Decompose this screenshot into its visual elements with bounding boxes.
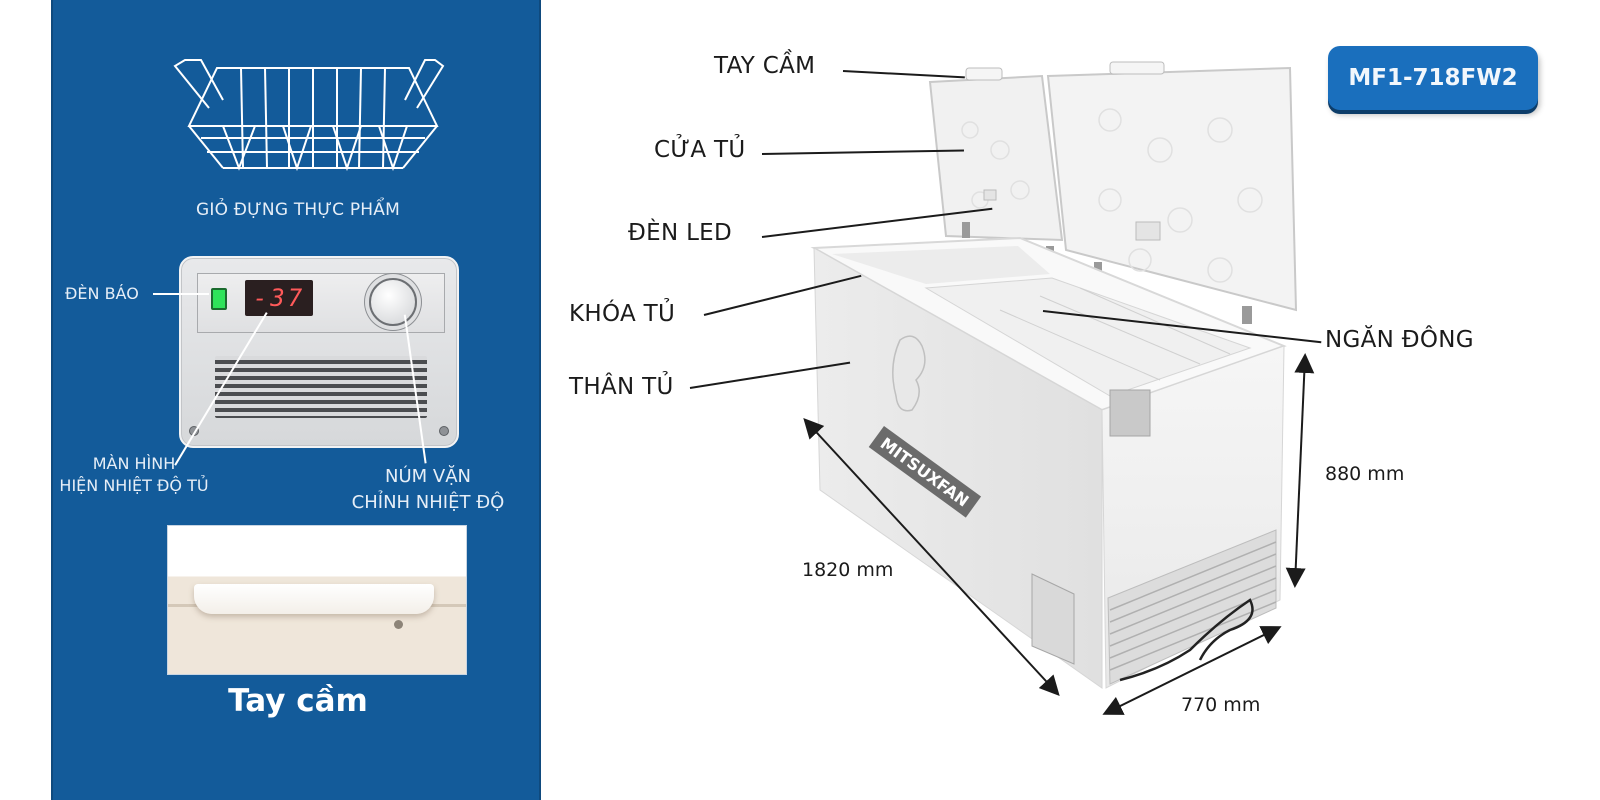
- handle-title: Tay cầm: [228, 683, 368, 719]
- control-panel-photo: -37: [179, 256, 459, 448]
- part-label-lid: CỬA TỦ: [654, 137, 746, 163]
- part-label-lock: KHÓA TỦ: [569, 301, 676, 327]
- bolt-icon: [394, 620, 403, 629]
- thermostat-knob-label: NÚM VẶN CHỈNH NHIỆT ĐỘ: [351, 466, 505, 513]
- indicator-light-label: ĐÈN BÁO: [65, 284, 139, 303]
- indicator-light: [211, 288, 227, 310]
- handle-photo: [167, 525, 467, 675]
- chest-freezer-illustration: MITSUXFAN: [810, 61, 1298, 689]
- temperature-display-label: MÀN HÌNH HIỆN NHIỆT ĐỘ TỦ: [59, 454, 209, 495]
- dimension-length: 1820 mm: [802, 559, 894, 581]
- vent-grille: [215, 356, 427, 418]
- part-label-handle: TAY CẦM: [714, 53, 816, 79]
- dimension-height: 880 mm: [1325, 463, 1405, 485]
- temperature-display: -37: [245, 280, 313, 316]
- model-badge: MF1-718FW2: [1328, 46, 1538, 110]
- dimension-depth: 770 mm: [1181, 694, 1261, 716]
- thermostat-knob: [369, 278, 417, 326]
- screw-icon: [439, 426, 449, 436]
- callout-line: [153, 293, 209, 295]
- part-label-led: ĐÈN LED: [628, 220, 733, 246]
- wire-basket-illustration: [173, 59, 445, 172]
- handle-grip: [194, 584, 434, 614]
- basket-caption: GIỎ ĐỰNG THỰC PHẨM: [196, 200, 400, 220]
- part-label-body: THÂN TỦ: [569, 374, 674, 400]
- feature-panel: GIỎ ĐỰNG THỰC PHẨM -37 ĐÈN BÁO MÀN HÌNH …: [51, 0, 541, 800]
- part-label-compartment: NGĂN ĐÔNG: [1325, 327, 1474, 353]
